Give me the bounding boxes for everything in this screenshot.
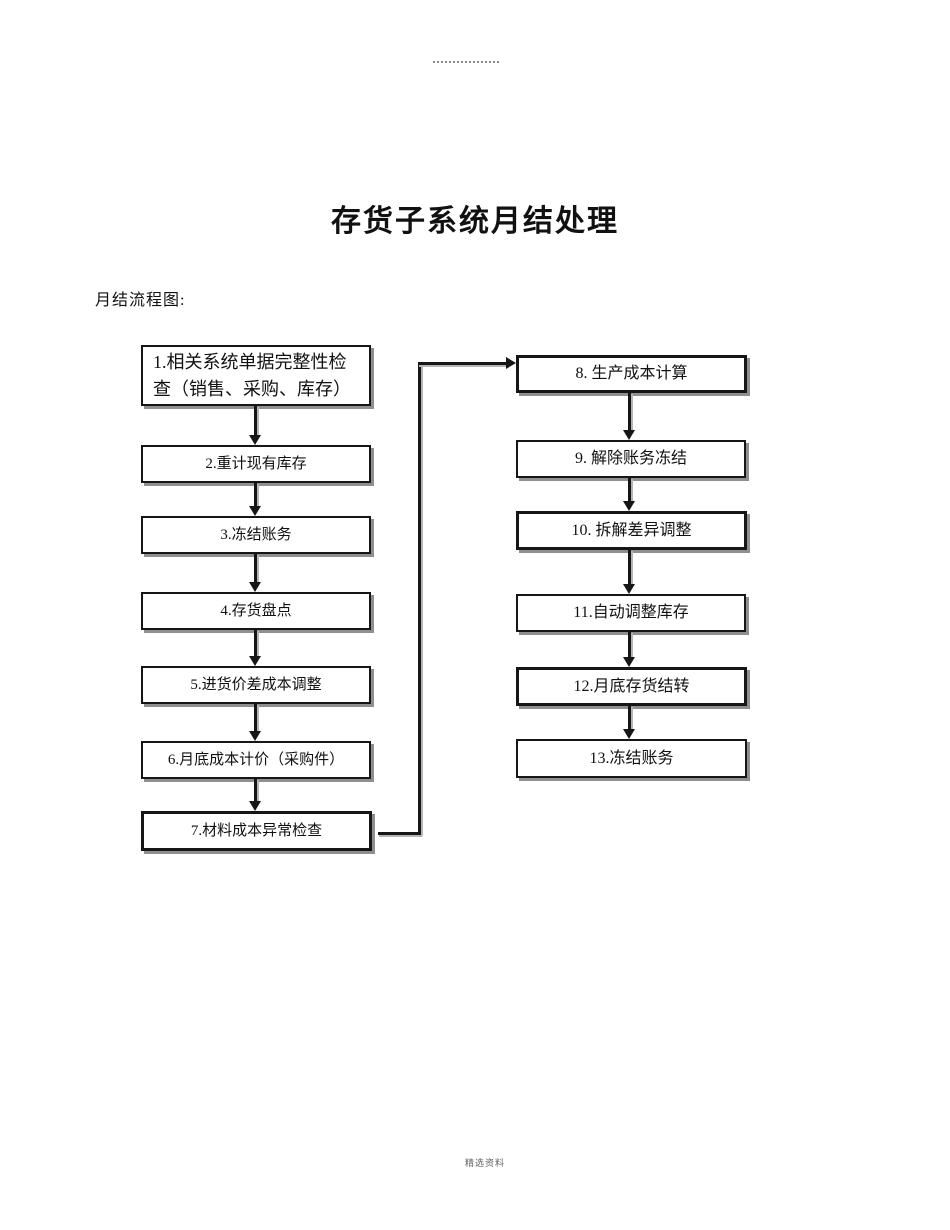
flow-step-7: 7.材料成本异常检查 <box>141 811 372 851</box>
flow-step-2: 2.重计现有库存 <box>141 445 371 483</box>
footer-watermark: 精选资料 <box>464 1158 505 1168</box>
arrow-head-10-11 <box>623 584 635 594</box>
arrow-line-12-13 <box>628 706 631 730</box>
arrow-head-3-4 <box>249 582 261 592</box>
section-label: 月结流程图: <box>95 292 186 309</box>
flow-step-9: 9. 解除账务冻结 <box>516 440 746 478</box>
arrow-line-6-7 <box>254 779 257 803</box>
connector-7-8-vertical-segment <box>418 362 421 835</box>
flow-step-1: 1.相关系统单据完整性检查（销售、采购、库存） <box>141 345 371 406</box>
arrow-line-8-9 <box>628 393 631 431</box>
arrow-line-9-10 <box>628 478 631 502</box>
connector-7-8-bottom-segment <box>378 832 421 835</box>
arrow-head-4-5 <box>249 656 261 666</box>
arrow-line-3-4 <box>254 554 257 583</box>
arrow-line-2-3 <box>254 483 257 507</box>
arrow-head-6-7 <box>249 801 261 811</box>
arrow-head-12-13 <box>623 729 635 739</box>
flow-step-8: 8. 生产成本计算 <box>516 355 747 393</box>
arrow-line-4-5 <box>254 630 257 657</box>
flow-step-3: 3.冻结账务 <box>141 516 371 554</box>
arrow-head-1-2 <box>249 435 261 445</box>
page-title: 存货子系统月结处理 <box>331 205 619 238</box>
flow-step-4: 4.存货盘点 <box>141 592 371 630</box>
arrow-line-10-11 <box>628 550 631 585</box>
arrow-head-8-9 <box>623 430 635 440</box>
arrow-line-5-6 <box>254 704 257 732</box>
arrow-head-11-12 <box>623 657 635 667</box>
flow-step-11: 11.自动调整库存 <box>516 594 746 632</box>
arrow-head-5-6 <box>249 731 261 741</box>
arrow-line-1-2 <box>254 406 257 436</box>
dotted-divider <box>433 61 499 63</box>
flow-step-5: 5.进货价差成本调整 <box>141 666 371 704</box>
flow-step-10: 10. 拆解差异调整 <box>516 511 747 550</box>
flow-step-6: 6.月底成本计价（采购件） <box>141 741 371 779</box>
flow-step-13: 13.冻结账务 <box>516 739 747 778</box>
connector-7-8-arrow-head <box>506 357 516 369</box>
arrow-line-11-12 <box>628 632 631 658</box>
connector-7-8-top-segment <box>418 362 506 365</box>
flow-step-12: 12.月底存货结转 <box>516 667 747 706</box>
arrow-head-2-3 <box>249 506 261 516</box>
arrow-head-9-10 <box>623 501 635 511</box>
